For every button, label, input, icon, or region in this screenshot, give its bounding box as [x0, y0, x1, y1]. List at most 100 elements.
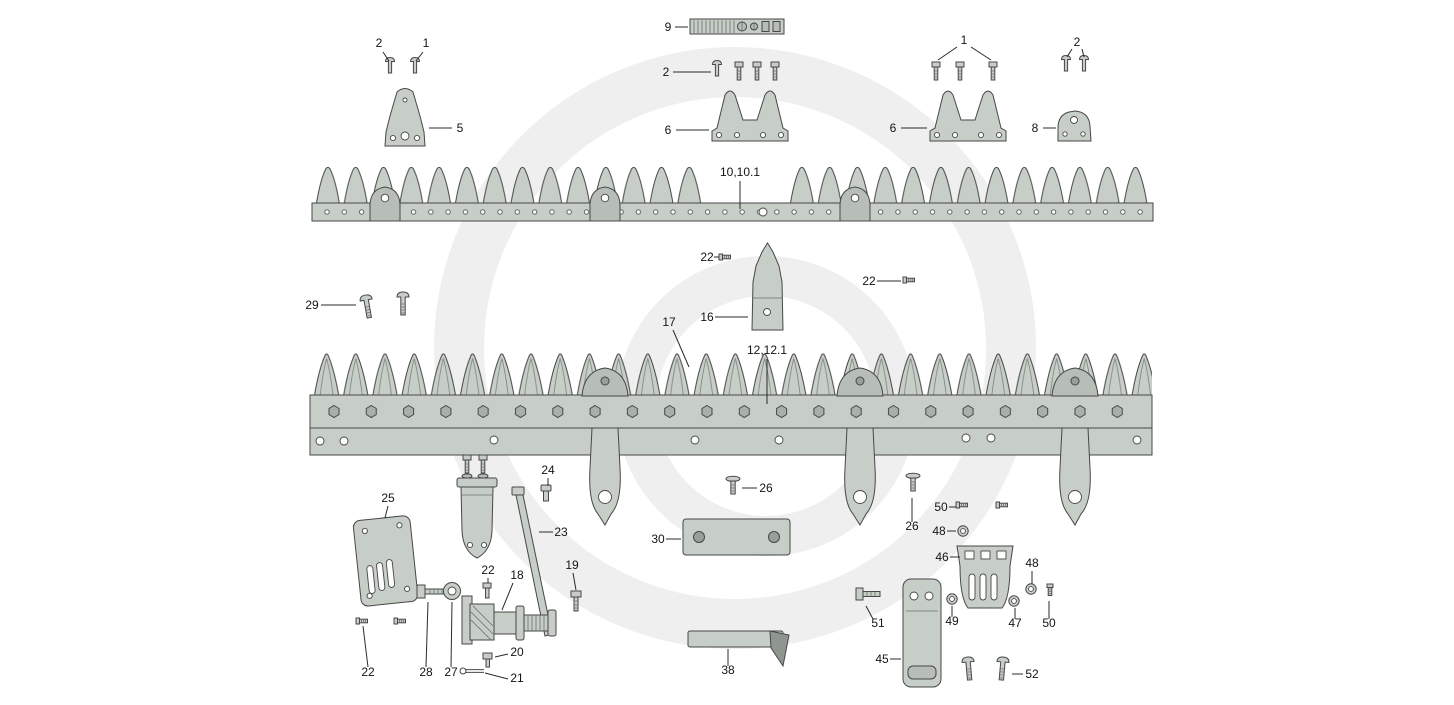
callout-46: 46: [935, 550, 949, 564]
leader-line: [1081, 48, 1085, 58]
drive-head-bracket: [456, 454, 498, 559]
part-6-double-section-right: [929, 90, 1007, 142]
callout-24: 24: [541, 463, 555, 477]
leader-line: [672, 329, 690, 368]
knife-holder: [836, 367, 884, 526]
part-51-bolt: [855, 587, 881, 601]
part-6-double-section-center: [711, 90, 789, 142]
part-50-screw-b: [995, 501, 1008, 509]
part-18-knife-head: [461, 595, 557, 645]
leader-line: [572, 572, 577, 591]
part-48-washer-a: [957, 525, 969, 537]
callout-49: 49: [945, 614, 959, 628]
callout-21: 21: [510, 671, 524, 685]
knife-clip: [589, 186, 621, 222]
leader-line: [382, 51, 390, 62]
callout-18: 18: [510, 568, 524, 582]
part-22-screw-b: [902, 276, 915, 284]
knife-clip: [369, 186, 401, 222]
part-1-bolt-group-right: [931, 61, 998, 81]
callout-22-d: 22: [361, 665, 375, 679]
leader-line: [937, 46, 958, 61]
callout-26-b: 26: [905, 519, 919, 533]
part-19-bolt: [570, 590, 582, 612]
part-47-washer: [1008, 595, 1020, 607]
part-50-stud: [1046, 583, 1054, 596]
callout-22-c: 22: [481, 563, 495, 577]
callout-6-a: 6: [665, 123, 672, 137]
callout-52: 52: [1025, 667, 1039, 681]
part-50-screw-a: [955, 501, 968, 509]
part-10-cutter-bar: [311, 166, 1154, 222]
part-5-knife-section: [384, 88, 426, 147]
part-17-cutter-bar-assembly: [309, 352, 1153, 559]
callout-2-b: 2: [663, 65, 670, 79]
part-24-bushing: [540, 484, 552, 502]
callout-12-12-1: 12,12.1: [747, 343, 787, 357]
part-28-bolt: [416, 584, 447, 599]
part-49-washer: [946, 593, 958, 605]
part-8-clamp: [1057, 110, 1092, 142]
part-9-head-bar: [689, 18, 785, 35]
callout-22-b: 22: [862, 274, 876, 288]
callout-22-a: 22: [700, 250, 714, 264]
callout-6-b: 6: [890, 121, 897, 135]
callout-45: 45: [875, 652, 889, 666]
callout-1-b: 1: [961, 33, 968, 47]
callout-27: 27: [444, 665, 458, 679]
leader-line: [415, 51, 424, 62]
part-22-bolt-small: [482, 582, 492, 599]
callout-38: 38: [721, 663, 735, 677]
callout-23: 23: [554, 525, 568, 539]
knife-holder: [581, 367, 629, 526]
leader-line: [450, 601, 453, 668]
callout-2-c: 2: [1074, 35, 1081, 49]
part-21-cotter-pin: [459, 667, 484, 675]
callout-8: 8: [1032, 121, 1039, 135]
part-27-washer: [443, 582, 461, 600]
leader-line: [865, 605, 874, 620]
callout-17: 17: [662, 315, 676, 329]
callout-1-a: 1: [423, 36, 430, 50]
callout-10-10-1: 10,10.1: [720, 165, 760, 179]
leader-line: [970, 46, 992, 61]
leader-lines: [321, 26, 1085, 680]
callout-9: 9: [665, 20, 672, 34]
callout-50-b: 50: [1042, 616, 1056, 630]
part-20-screw: [482, 652, 493, 668]
knife-clip: [839, 186, 871, 222]
leader-line: [484, 672, 509, 680]
part-52-screw-group: [961, 655, 1010, 681]
part-25-plate: [352, 515, 419, 607]
leader-line: [501, 582, 514, 611]
part-30-wear-plate: [682, 518, 791, 556]
part-46-bracket: [956, 545, 1014, 609]
callout-20: 20: [510, 645, 524, 659]
callout-48-a: 48: [932, 524, 946, 538]
part-38-knife-back: [687, 630, 790, 668]
callout-28: 28: [419, 665, 433, 679]
part-1-rivet-left: [410, 57, 420, 74]
callout-26-a: 26: [759, 481, 773, 495]
callout-29: 29: [305, 298, 319, 312]
part-2-rivet-left: [385, 57, 395, 74]
leader-line: [362, 625, 369, 668]
callout-19: 19: [565, 558, 579, 572]
part-29-bolt-group: [358, 291, 410, 320]
callout-16: 16: [700, 310, 714, 324]
part-48-washer-b: [1025, 583, 1037, 595]
callout-50-a: 50: [934, 500, 948, 514]
leader-line: [1066, 48, 1073, 58]
part-26-screw-a: [725, 475, 741, 495]
callout-30: 30: [651, 532, 665, 546]
part-26-screw-b: [905, 472, 921, 492]
leader-line: [384, 505, 389, 519]
part-22-screw-a: [718, 253, 731, 261]
callout-2-a: 2: [376, 36, 383, 50]
part-23-rod: [511, 486, 553, 637]
callout-labels: 2 1 9 2 1 2 5 6 6 8 10,10.1 22 22 29 16 …: [305, 20, 1080, 685]
part-45-skid-plate: [902, 578, 942, 688]
knife-holder: [1051, 367, 1099, 526]
callout-5: 5: [457, 121, 464, 135]
